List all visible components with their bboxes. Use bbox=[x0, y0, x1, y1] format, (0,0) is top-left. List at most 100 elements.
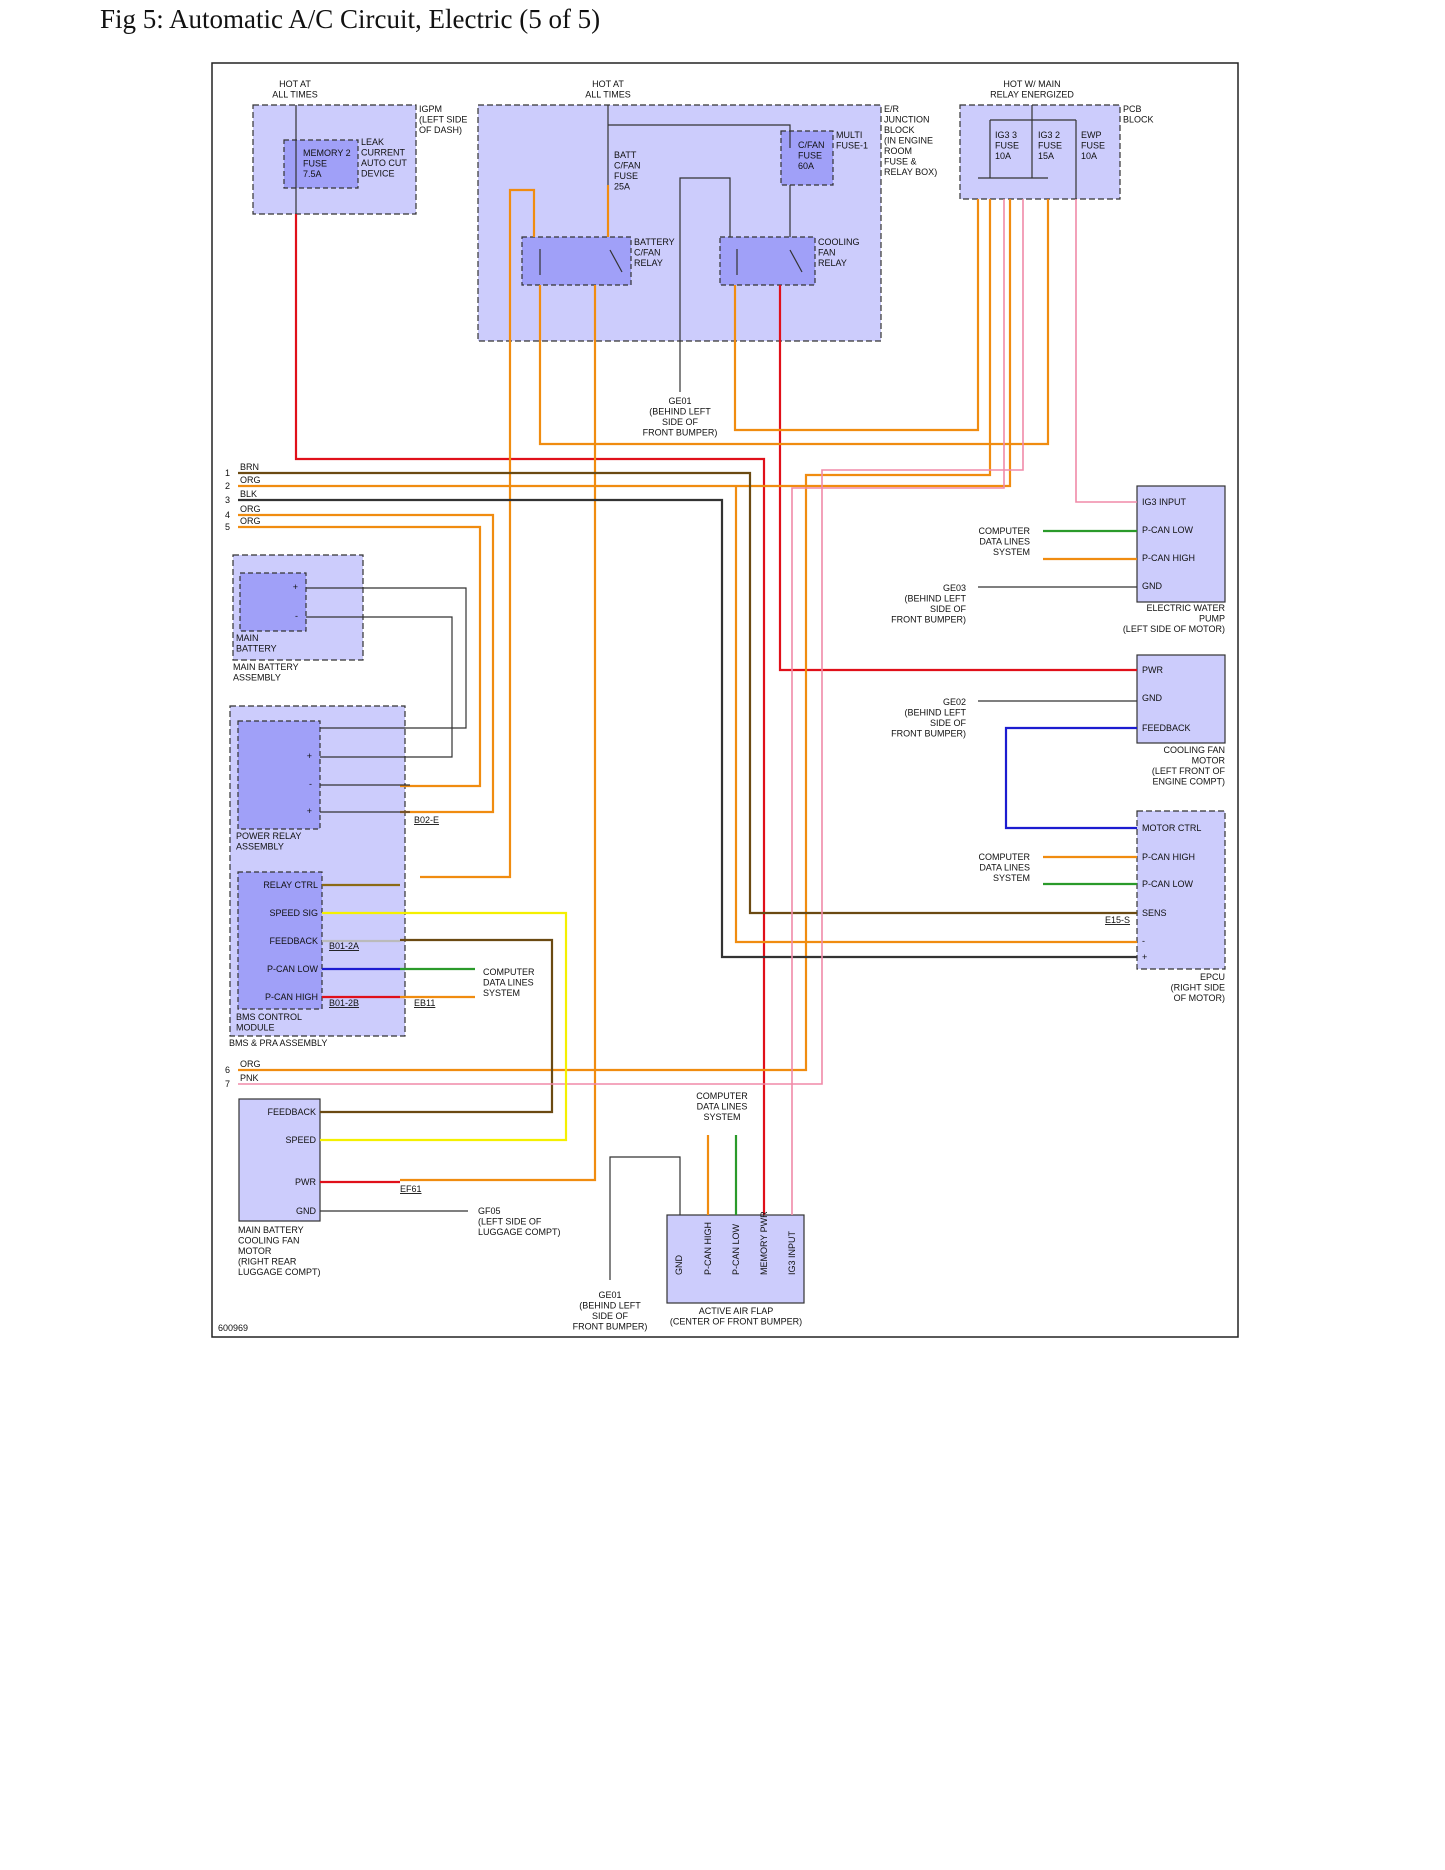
wire-brn-bus-1 bbox=[238, 471, 1137, 915]
bus-row-color: ORG bbox=[240, 504, 261, 514]
connector-b01-2a: B01-2A bbox=[329, 941, 359, 951]
pin-label: + bbox=[307, 751, 312, 761]
pin-label: + bbox=[307, 806, 312, 816]
wire-org-bus-pcb-10 bbox=[238, 199, 992, 1072]
bus-row-color: ORG bbox=[240, 475, 261, 485]
pin-label: MOTOR CTRL bbox=[1142, 823, 1201, 833]
label-active-air-flap: ACTIVE AIR FLAP(CENTER OF FRONT BUMPER) bbox=[670, 1306, 802, 1327]
battery-cfan-relay bbox=[521, 236, 632, 286]
pin-label: P-CAN HIGH bbox=[265, 992, 318, 1002]
wire-blu-feedback bbox=[1004, 726, 1137, 830]
wire-blk-bus-3 bbox=[238, 498, 1137, 959]
bus-row-number: 7 bbox=[225, 1079, 230, 1089]
wire-org-cfan-2 bbox=[733, 199, 980, 432]
bus-row-number: 6 bbox=[225, 1065, 230, 1075]
connector-eb11: EB11 bbox=[414, 998, 435, 1008]
bus-row-color: BLK bbox=[240, 489, 257, 499]
bus-row-color: ORG bbox=[240, 516, 261, 526]
pin-label: PWR bbox=[295, 1177, 316, 1187]
main-battery-cooling-fan-motor bbox=[238, 1098, 321, 1222]
pin-label: P-CAN HIGH bbox=[1142, 852, 1195, 862]
wire-blk-battery-plus bbox=[306, 587, 467, 729]
pin-label: - bbox=[295, 611, 298, 621]
pin-label: P-CAN HIGH bbox=[703, 1222, 713, 1275]
pin-label: GND bbox=[296, 1206, 317, 1216]
epcu bbox=[1136, 810, 1226, 970]
pcb-supply-bus bbox=[978, 105, 1077, 199]
electric-water-pump bbox=[1136, 485, 1226, 603]
pin-label: IG3 INPUT bbox=[1142, 497, 1187, 507]
pin-label: SPEED SIG bbox=[269, 908, 318, 918]
wire-red-cfan-pwr bbox=[778, 285, 1137, 672]
wire-pnk-bus-7 bbox=[238, 199, 1024, 1085]
pcb-block-box bbox=[959, 104, 1121, 200]
pin-label: GND bbox=[1142, 693, 1163, 703]
bus-row-number: 1 bbox=[225, 468, 230, 478]
bus-row-color: PNK bbox=[240, 1073, 259, 1083]
wire-org-relay-2 bbox=[400, 285, 597, 1182]
pin-label: FEEDBACK bbox=[267, 1107, 316, 1117]
active-air-flap bbox=[666, 1214, 805, 1304]
connector-ef61: EF61 bbox=[400, 1184, 422, 1194]
bms-control-module bbox=[237, 871, 323, 1010]
pin-label: FEEDBACK bbox=[1142, 723, 1191, 733]
wire-blk-aaf-gnd bbox=[609, 1156, 681, 1280]
power-relay-assembly bbox=[237, 720, 321, 830]
wire-org-relay-5 bbox=[420, 188, 536, 879]
wire-red-memory bbox=[294, 214, 766, 1215]
connector-b02e: B02-E bbox=[414, 815, 439, 825]
pin-label: + bbox=[1142, 952, 1147, 962]
figure-title: Fig 5: Automatic A/C Circuit, Electric (… bbox=[100, 4, 601, 34]
wire-org-bus-2 bbox=[238, 199, 1012, 488]
main-battery-cell bbox=[239, 572, 307, 632]
pin-label: P-CAN HIGH bbox=[1142, 553, 1195, 563]
pin-label: P-CAN LOW bbox=[267, 964, 319, 974]
pin-label: FEEDBACK bbox=[269, 936, 318, 946]
relay-coil-feed bbox=[679, 177, 731, 380]
pin-label: SPEED bbox=[285, 1135, 316, 1145]
pin-label: MEMORY PWR bbox=[759, 1211, 769, 1275]
pin-label: PWR bbox=[1142, 665, 1163, 675]
bus-row-color: ORG bbox=[240, 1059, 261, 1069]
bus-row-number: 3 bbox=[225, 495, 230, 505]
bus-row-number: 4 bbox=[225, 510, 230, 520]
pin-label: P-CAN LOW bbox=[731, 1223, 741, 1275]
pin-label: - bbox=[309, 779, 312, 789]
battery-cfan-relay-switch bbox=[609, 249, 623, 273]
pin-label: - bbox=[1142, 936, 1145, 946]
wire-pnk-aaf bbox=[791, 199, 1005, 1215]
pin-label: P-CAN LOW bbox=[1142, 525, 1194, 535]
wire-yel-speed bbox=[320, 911, 568, 1142]
pin-label: IG3 INPUT bbox=[787, 1230, 797, 1275]
wire-pnk-ewp bbox=[1075, 199, 1137, 503]
wire-org-bus-5 bbox=[238, 525, 482, 788]
